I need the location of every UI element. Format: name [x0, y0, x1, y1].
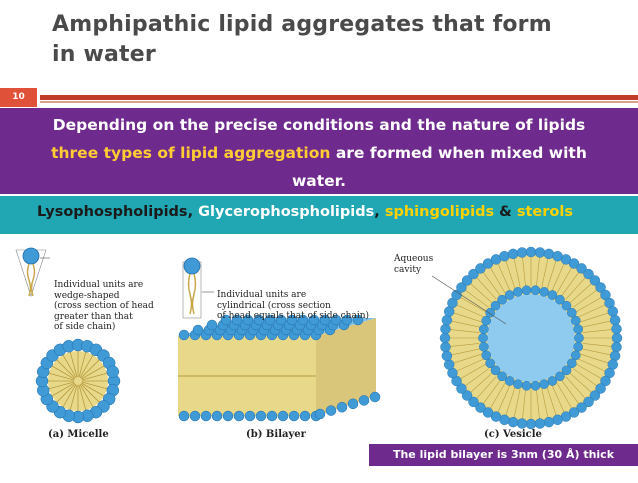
slide-title: Amphipathic lipid aggregates that form i… [52, 10, 612, 70]
label-vesicle: (c) Vesicle [484, 429, 542, 440]
intro-line3: water. [291, 172, 347, 190]
bilayer-thickness-note: The lipid bilayer is 3nm (30 Å) thick [369, 444, 638, 466]
lipid-item-sterols: sterols [516, 204, 573, 220]
title-rule [40, 95, 638, 100]
intro-line1: Depending on the precise conditions and … [52, 116, 586, 134]
slide-title-line2: in water [52, 42, 156, 67]
title-rule-thin [40, 101, 638, 103]
intro-line2: three types of lipid aggregation are for… [0, 144, 638, 162]
vesicle-icon [439, 246, 623, 430]
vesicle-caption: Aqueous cavity [394, 254, 434, 275]
lipid-list: Lysophospholipids, Glycerophospholipids,… [37, 204, 573, 220]
lipid-aggregates-figure: Individual units are wedge-shaped (cross… [0, 236, 638, 479]
label-bilayer: (b) Bilayer [246, 429, 306, 440]
lipid-item-lysophospholipids: Lysophospholipids [37, 204, 188, 220]
lipid-sep: & [494, 204, 517, 220]
bilayer-caption: Individual units are cylindrical (cross … [217, 290, 370, 321]
slide-title-line1: Amphipathic lipid aggregates that form [52, 12, 552, 37]
lipid-item-glycerophospholipids: Glycerophospholipids [198, 204, 375, 220]
slide-number: 10 [0, 88, 37, 107]
micelle-icon [35, 338, 121, 424]
lipid-item-sphingolipids: sphingolipids [384, 204, 495, 220]
micelle-caption: Individual units are wedge-shaped (cross… [54, 280, 154, 332]
wedge-lipid-icon [15, 247, 47, 297]
intro-line2-rest: are formed when mixed with [330, 144, 587, 162]
aggregation-highlight: three types of lipid aggregation [51, 144, 331, 162]
lipid-sep: , [187, 204, 199, 220]
lipid-list-band: Lysophospholipids, Glycerophospholipids,… [0, 196, 638, 234]
label-micelle: (a) Micelle [48, 429, 109, 440]
cylinder-lipid-icon [182, 257, 202, 319]
lipid-sep: , [374, 204, 385, 220]
figure-drawing [15, 246, 623, 430]
bilayer-icon [178, 314, 381, 422]
intro-band: Depending on the precise conditions and … [0, 108, 638, 194]
